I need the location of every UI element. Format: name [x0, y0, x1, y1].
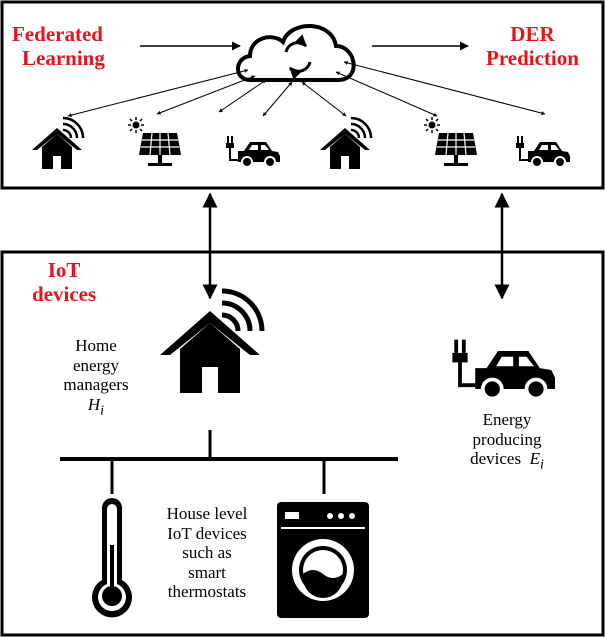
energy-symbol-letter: E	[529, 449, 540, 469]
energy-label-line3-row: devices Ei	[448, 449, 566, 473]
federated-panel-border	[0, 0, 605, 190]
iot-title: IoT devices	[32, 258, 96, 306]
smart-home-icon	[30, 116, 85, 171]
der-title-line2: Prediction	[486, 46, 579, 71]
iot-label-line1: House level	[166, 504, 248, 523]
iot-label-line2: IoT devices	[167, 523, 247, 543]
home-manager-label: Home energy managers Hi	[42, 336, 150, 418]
der-title-line1: DER	[510, 22, 555, 46]
home-symbol-letter: H	[87, 394, 101, 414]
solar-panel-icon	[127, 116, 182, 167]
fl-title-line2: Learning	[22, 46, 105, 71]
iot-label-line4: smart	[188, 562, 226, 582]
home-symbol: Hi	[42, 395, 150, 419]
smart-home-icon	[160, 291, 262, 393]
energy-label-line3: devices	[470, 449, 522, 469]
energy-symbol-subscript: i	[539, 456, 544, 473]
home-label-line3: managers	[63, 375, 129, 395]
fl-title: Federated Learning	[12, 22, 105, 70]
solar-panel-icon	[423, 116, 478, 167]
fl-title-line1: Federated	[12, 22, 103, 46]
iot-label-line5: thermostats	[167, 582, 247, 602]
home-symbol-subscript: i	[100, 402, 105, 419]
iot-title-line1: IoT	[47, 258, 81, 282]
home-label-line2: energy	[73, 355, 119, 375]
ev-car-icon	[450, 337, 557, 401]
cloud-device-arrows	[67, 60, 546, 118]
iot-label-line3: such as	[182, 543, 232, 563]
ev-car-icon	[515, 135, 571, 168]
smart-home-icon	[318, 116, 373, 171]
iot-title-line2: devices	[32, 282, 97, 307]
iot-panel-border	[0, 250, 605, 637]
energy-label-line2: producing	[472, 429, 542, 449]
thermometer-icon	[92, 498, 132, 618]
cloud-sync-icon	[236, 24, 356, 82]
home-label-line1: Home	[75, 336, 117, 355]
ev-car-icon	[225, 135, 281, 168]
washing-machine-icon	[277, 502, 369, 618]
energy-devices-label: Energy producing devices Ei	[448, 410, 566, 473]
energy-label-line1: Energy	[482, 410, 532, 429]
iot-devices-label: House level IoT devices such as smart th…	[148, 504, 266, 602]
der-title: DER Prediction	[486, 22, 579, 70]
